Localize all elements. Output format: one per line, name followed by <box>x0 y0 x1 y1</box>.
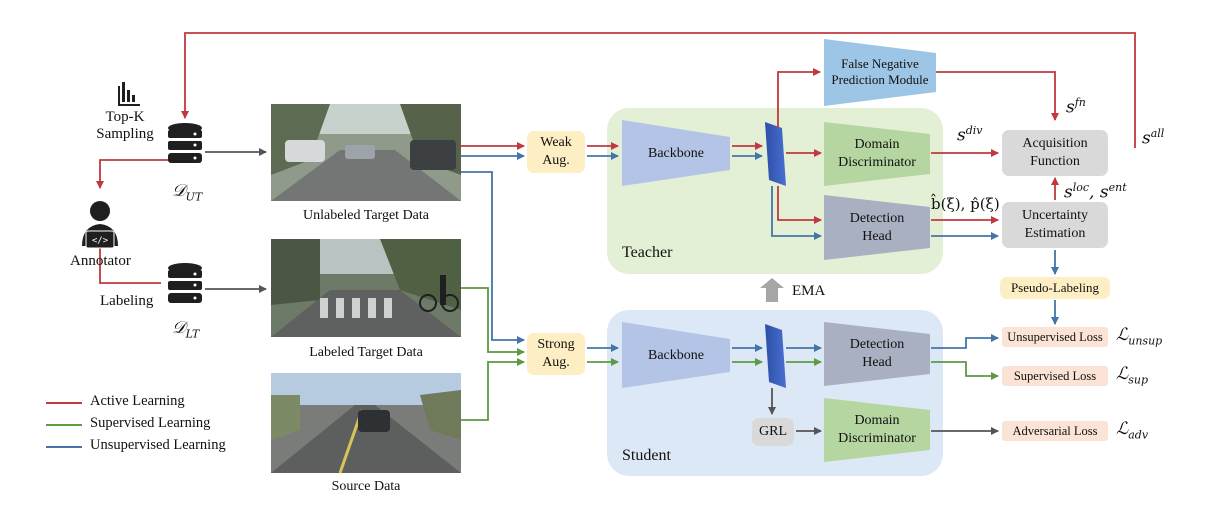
s-ent-sup: ent <box>1108 181 1127 194</box>
s-fn-base: s <box>1066 97 1075 118</box>
teacher-backbone-label: Backbone <box>648 145 704 161</box>
l-adv-sub: adv <box>1128 428 1149 442</box>
top-k-sampling-label: Top-K Sampling <box>90 109 160 143</box>
s-ent-base: s <box>1099 182 1109 203</box>
bar-chart-icon <box>118 82 140 106</box>
labeled-dataset-d: 𝒟 <box>172 318 186 338</box>
teacher-backbone-shape <box>622 120 730 186</box>
annotator-person-icon: </> <box>82 201 118 249</box>
weak-aug-box: Weak Aug. <box>527 131 585 173</box>
labeled-dataset-sub: LT <box>185 327 200 341</box>
unsupervised-loss-box: Unsupervised Loss <box>1002 327 1108 347</box>
s-all-sup: all <box>1150 127 1165 140</box>
l-unsup-symbol: ℒunsup <box>1116 325 1162 347</box>
adversarial-loss-box: Adversarial Loss <box>1002 421 1108 441</box>
ema-label: EMA <box>792 283 826 299</box>
unlabeled-target-image <box>271 104 461 201</box>
ema-arrow-shape <box>760 278 784 302</box>
student-backbone-shape <box>622 322 730 388</box>
labeled-target-image <box>271 239 461 337</box>
labeled-database-icon <box>168 263 202 303</box>
legend-label-active: Active Learning <box>90 393 185 409</box>
student-detection-label: Detection Head <box>849 337 905 370</box>
supervised-loss-box: Supervised Loss <box>1002 366 1108 386</box>
teacher-label: Teacher <box>622 244 673 261</box>
sampling-line2: Sampling <box>96 126 154 142</box>
s-div-sup: div <box>965 124 983 137</box>
student-label: Student <box>622 447 671 464</box>
s-loc-sup: loc <box>1072 181 1090 194</box>
uncertainty-estimation-box: Uncertainty Estimation <box>1002 202 1108 248</box>
student-backbone-label: Backbone <box>648 347 704 363</box>
labeling-label: Labeling <box>100 293 154 309</box>
sampling-line1: Top-K <box>105 109 145 125</box>
l-sup-sub: sup <box>1128 373 1149 387</box>
teacher-detection-shape <box>824 195 930 260</box>
unsupervised-paths <box>461 152 1059 352</box>
source-image <box>271 373 461 474</box>
l-adv-symbol: ℒadv <box>1116 419 1148 441</box>
legend-line-supervised <box>46 424 82 426</box>
source-caption: Source Data <box>331 479 401 494</box>
student-discriminator-label: Domain Discriminator <box>838 413 916 446</box>
s-fn-sup: fn <box>1074 96 1086 109</box>
s-fn-symbol: sfn <box>1066 96 1086 118</box>
unlabeled-dataset-sub: UT <box>185 190 203 204</box>
s-loc-base: s <box>1064 182 1073 203</box>
s-all-symbol: sall <box>1142 127 1164 149</box>
pseudo-labeling-box: Pseudo-Labeling <box>1000 277 1110 299</box>
s-loc-ent-symbol: sloc, sent <box>1064 181 1127 203</box>
unlabeled-target-caption: Unlabeled Target Data <box>302 208 429 223</box>
s-all-base: s <box>1142 128 1151 149</box>
unlabeled-database-icon <box>168 123 202 163</box>
annotator-label: Annotator <box>70 253 131 269</box>
legend-label-unsupervised: Unsupervised Learning <box>90 437 226 453</box>
active-learning-paths <box>96 32 1136 284</box>
svg-text:</>: </> <box>92 236 109 246</box>
teacher-feature-block <box>765 122 786 186</box>
legend-line-active <box>46 402 82 404</box>
teacher-discriminator-shape <box>824 122 930 186</box>
neutral-paths <box>205 148 999 435</box>
acquisition-function-box: Acquisition Function <box>1002 130 1108 176</box>
l-adv-base: ℒ <box>1116 419 1129 439</box>
s-div-symbol: sdiv <box>957 124 983 146</box>
l-unsup-base: ℒ <box>1116 325 1129 345</box>
student-detection-shape <box>824 322 930 386</box>
legend-line-unsupervised <box>46 446 82 448</box>
l-sup-base: ℒ <box>1116 364 1129 384</box>
supervised-paths <box>461 287 999 421</box>
labeled-dataset-symbol: 𝒟LT <box>172 318 199 340</box>
box-pred-symbol: b̂(ξ), p̂(ξ) <box>931 195 1000 213</box>
l-sup-symbol: ℒsup <box>1116 364 1148 386</box>
s-div-base: s <box>957 125 966 146</box>
labeled-target-caption: Labeled Target Data <box>309 345 423 360</box>
strong-aug-box: Strong Aug. <box>527 333 585 375</box>
legend-label-supervised: Supervised Learning <box>90 415 211 431</box>
grl-box: GRL <box>752 418 794 446</box>
teacher-discriminator-label: Domain Discriminator <box>838 137 916 170</box>
fn-module-label: False Negative Prediction Module <box>831 56 929 87</box>
fn-module-shape <box>824 39 936 106</box>
student-discriminator-shape <box>824 398 930 462</box>
l-unsup-sub: unsup <box>1128 334 1163 348</box>
student-feature-block <box>765 324 786 388</box>
unlabeled-dataset-d: 𝒟 <box>172 181 186 201</box>
teacher-detection-label: Detection Head <box>849 210 905 244</box>
unlabeled-dataset-symbol: 𝒟UT <box>172 181 202 203</box>
